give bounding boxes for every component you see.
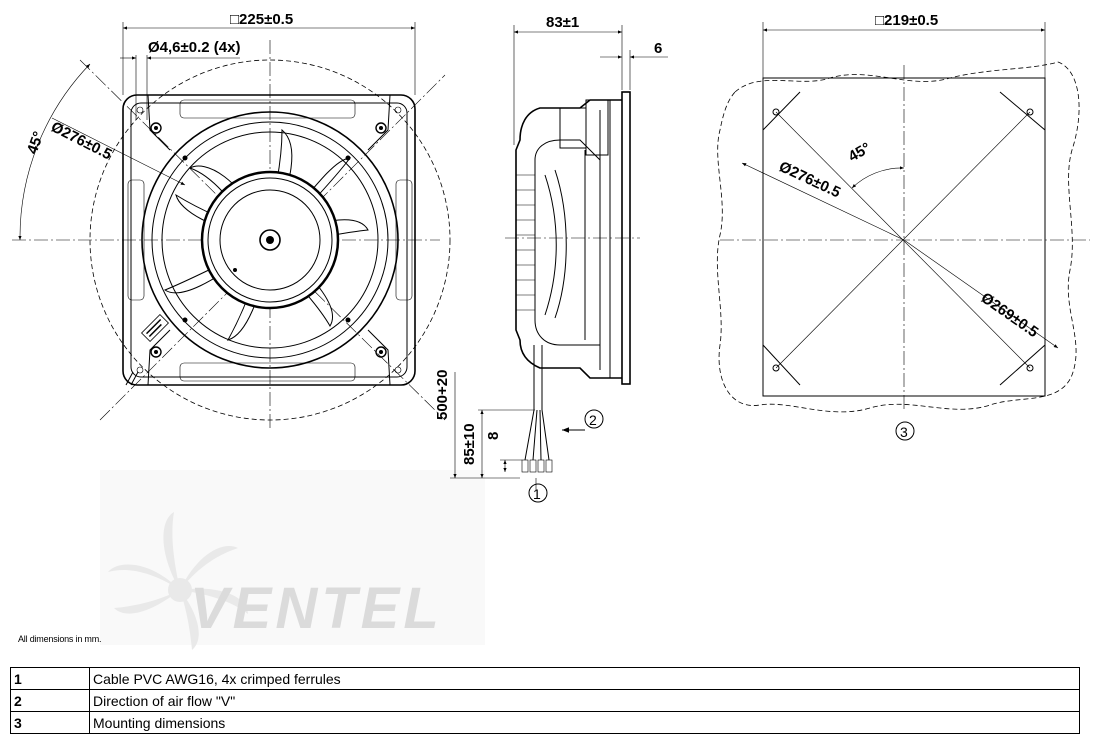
hole-diameter-label: Ø4,6±0.2 (4x)	[148, 39, 240, 56]
legend-number: 3	[10, 711, 90, 734]
mounting-view: □219±0.5 45° Ø276±0.5 Ø269±0.5 3	[716, 12, 1090, 441]
front-view: □225±0.5 Ø4,6±0.2 (4x) Ø276±0.5 45°	[12, 11, 451, 430]
mounting-size-label: □219±0.5	[875, 12, 938, 29]
mounting-hole	[375, 346, 387, 358]
frame-size-label: □225±0.5	[230, 11, 293, 28]
mounting-hole	[150, 346, 162, 358]
hole-circle-label: Ø269±0.5	[978, 289, 1042, 341]
side-view: 83±1 6	[434, 14, 668, 503]
mounting-hole	[150, 122, 162, 134]
cable-length-label: 500+20	[434, 370, 451, 420]
technical-drawing: VENTEL	[12, 11, 1090, 650]
dimensions-note: All dimensions in mm.	[18, 634, 102, 644]
callout-3	[895, 421, 915, 441]
mounting-hole	[375, 122, 387, 134]
angle-label: 45°	[24, 129, 48, 156]
callout-1-label: 1	[533, 486, 541, 502]
legend-text: Cable PVC AWG16, 4x crimped ferrules	[89, 667, 1080, 690]
circle-diameter-label: Ø276±0.5	[48, 118, 114, 163]
ventel-watermark: VENTEL	[100, 470, 485, 650]
callout-3-label: 3	[900, 424, 908, 440]
legend-row: 1 Cable PVC AWG16, 4x crimped ferrules	[10, 667, 1080, 690]
legend-number: 1	[10, 667, 90, 690]
fan-logo-icon	[108, 512, 248, 650]
flange-label: 6	[654, 40, 662, 57]
callout-2-label: 2	[589, 412, 597, 428]
mounting-angle-label: 45°	[846, 139, 874, 165]
callout-2	[584, 409, 604, 429]
label-plate	[140, 313, 170, 343]
strip-length-label: 85±10	[461, 423, 478, 465]
legend-row: 3 Mounting dimensions	[10, 711, 1080, 734]
mounting-hole	[1026, 108, 1034, 116]
legend-text: Direction of air flow "V"	[89, 689, 1080, 712]
ferrule-length-label: 8	[485, 432, 502, 440]
legend-number: 2	[10, 689, 90, 712]
mounting-hole	[772, 108, 780, 116]
callout-1	[528, 483, 548, 503]
depth-label: 83±1	[546, 14, 579, 31]
mounting-hole	[1026, 364, 1034, 372]
legend-row: 2 Direction of air flow "V"	[10, 689, 1080, 712]
legend-text: Mounting dimensions	[89, 711, 1080, 734]
watermark-text: VENTEL	[190, 576, 443, 641]
mounting-hole	[772, 364, 780, 372]
legend-table: 1 Cable PVC AWG16, 4x crimped ferrules 2…	[10, 667, 1080, 734]
